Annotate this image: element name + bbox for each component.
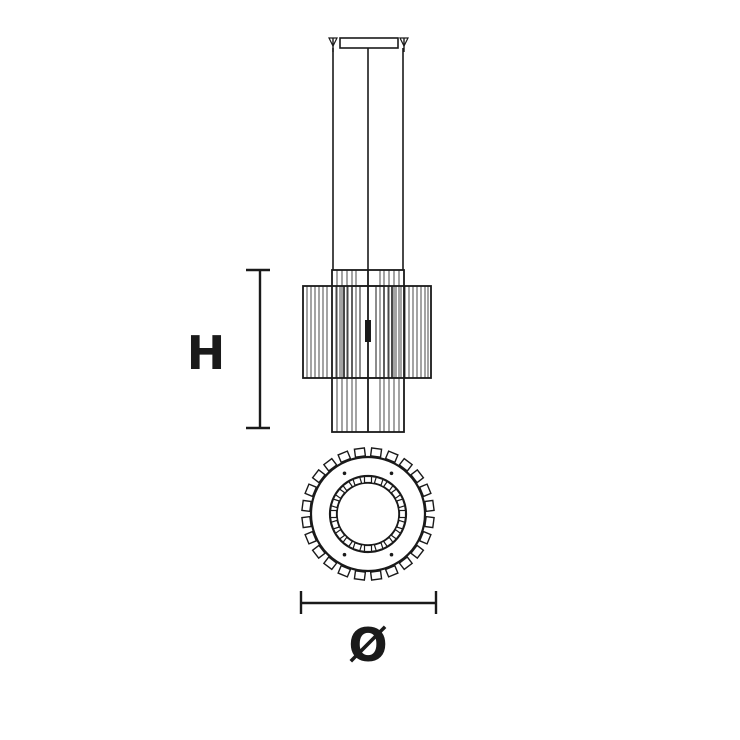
diameter-dimension bbox=[299, 591, 438, 614]
ring-segment bbox=[322, 457, 338, 473]
outer-ring-segments bbox=[301, 447, 435, 581]
lamp-top-view bbox=[301, 447, 435, 581]
ring-segment bbox=[353, 447, 367, 458]
mount-dot bbox=[342, 552, 347, 557]
ring-segment bbox=[363, 475, 373, 484]
ring-segment bbox=[409, 544, 425, 560]
ring-segment bbox=[369, 570, 383, 581]
ring-segment bbox=[398, 555, 414, 571]
ring-segment bbox=[311, 544, 327, 560]
outer-ring-slats bbox=[306, 286, 429, 378]
ring-segment bbox=[398, 457, 414, 473]
diameter-label: Ø bbox=[348, 618, 387, 672]
mount-dot bbox=[389, 552, 394, 557]
mount-points bbox=[342, 471, 394, 557]
ring-segment bbox=[424, 499, 435, 513]
inner-ring-segments bbox=[329, 475, 407, 553]
lamp-body-side-view bbox=[302, 269, 432, 433]
height-dimension bbox=[246, 268, 270, 430]
ring-segment bbox=[301, 499, 312, 513]
ring-segment bbox=[369, 447, 383, 458]
ring-segment bbox=[363, 544, 373, 553]
ring-segment bbox=[424, 515, 435, 529]
suspension-cables bbox=[332, 48, 404, 270]
mount-dot bbox=[389, 471, 394, 476]
mount-dot bbox=[342, 471, 347, 476]
height-label: H bbox=[187, 326, 226, 380]
ring-segment bbox=[353, 570, 367, 581]
ring-segment bbox=[311, 468, 327, 484]
ring-segment bbox=[398, 509, 407, 519]
ring-segment bbox=[409, 468, 425, 484]
ring-segment bbox=[301, 515, 312, 529]
ring-segment bbox=[322, 555, 338, 571]
ring-segment bbox=[329, 509, 338, 519]
